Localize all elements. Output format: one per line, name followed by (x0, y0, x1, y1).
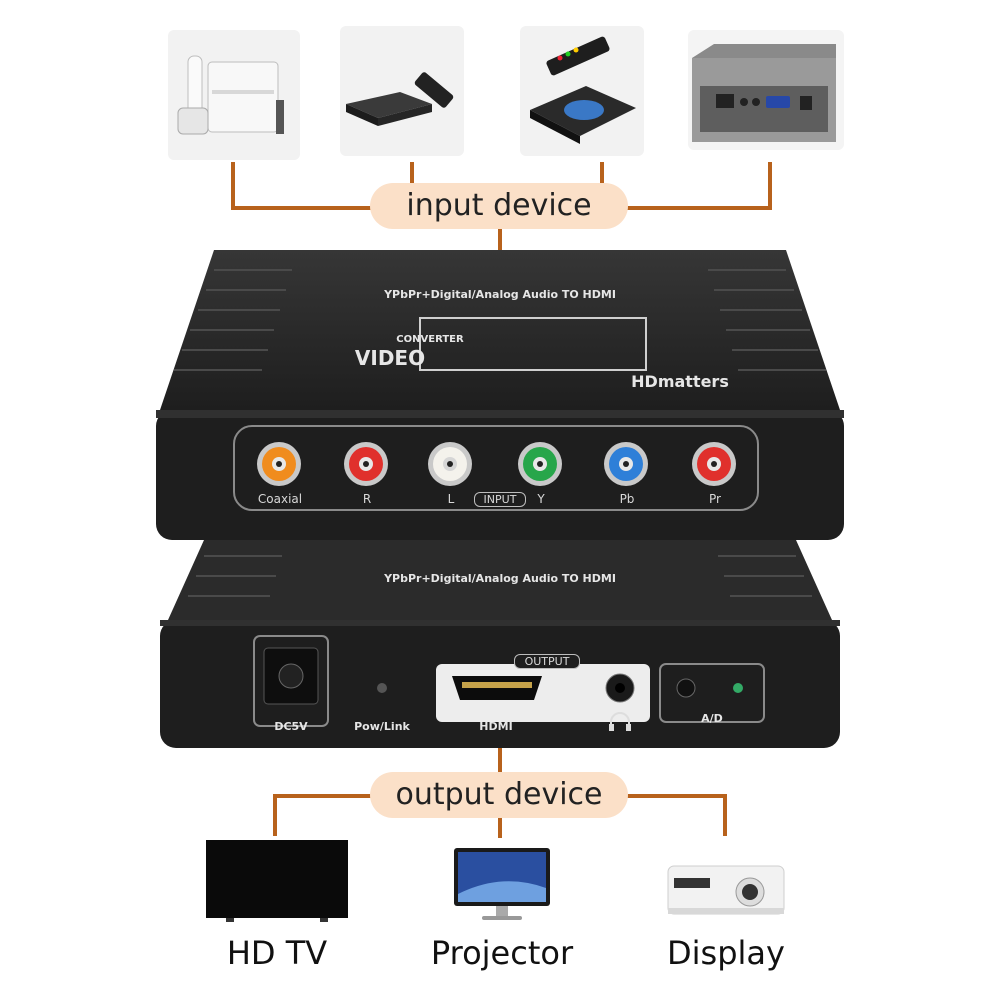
output-device-projector (452, 848, 552, 924)
rca-port-coaxial[interactable] (250, 438, 310, 490)
output-name-display: Display (667, 934, 785, 972)
rca-port-r[interactable] (337, 438, 397, 490)
tv-box-icon (530, 36, 636, 144)
hdmi-label: HDMI (479, 720, 513, 733)
input-device-game-console (168, 30, 300, 160)
video-label: VIDEO (354, 346, 426, 370)
input-device-label: input device (370, 183, 628, 229)
input-line-4 (612, 162, 772, 210)
input-device-tv-box (520, 26, 644, 156)
bottom-description: YPbPr+Digital/Analog Audio TO HDMI (384, 572, 616, 585)
output-device-label: output device (370, 772, 628, 818)
projector-icon (667, 865, 785, 915)
output-name-projector: Projector (430, 934, 574, 972)
port-label: R (362, 492, 372, 506)
top-description: YPbPr+Digital/Analog Audio TO HDMI (384, 288, 616, 301)
input-device-dvd-player (340, 26, 464, 156)
brand-label: HDmatters (631, 372, 729, 391)
output-device-hd-tv (206, 840, 348, 922)
tv-icon (206, 840, 348, 922)
projector-device-icon (692, 44, 836, 142)
game-console-icon (177, 55, 284, 135)
port-label: Y (537, 492, 545, 506)
output-line-3 (612, 794, 727, 836)
port-label: Coaxial (257, 492, 303, 506)
output-name-hd-tv: HD TV (226, 934, 328, 972)
port-label: Pb (619, 492, 635, 506)
headphone-icon (606, 712, 634, 732)
dc-label: DC5V (274, 720, 308, 733)
monitor-icon (454, 848, 550, 920)
port-label: Pr (709, 492, 721, 506)
output-badge: OUTPUT (514, 654, 580, 669)
input-device-projector (688, 30, 844, 150)
input-badge: INPUT (474, 492, 526, 507)
ad-label: A/D (701, 712, 723, 725)
converter-label: CONVERTER (396, 334, 464, 345)
port-label: L (447, 492, 455, 506)
output-device-display (664, 856, 788, 920)
rca-port-y[interactable] (511, 438, 571, 490)
rca-port-l[interactable] (421, 438, 481, 490)
input-line-1 (231, 162, 385, 210)
pow-link-label: Pow/Link (354, 720, 410, 733)
rca-port-pr[interactable] (685, 438, 745, 490)
dvd-player-icon (346, 72, 454, 126)
output-line-1 (273, 794, 385, 836)
rca-port-pb[interactable] (597, 438, 657, 490)
hdmi-output-port[interactable] (448, 672, 548, 704)
